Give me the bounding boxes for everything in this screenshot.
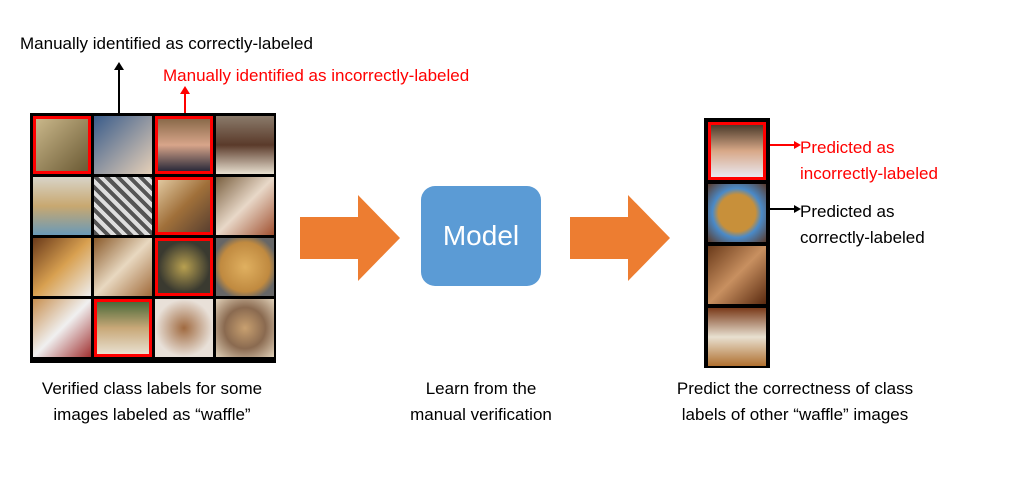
label-manual-incorrect: Manually identified as incorrectly-label… — [163, 66, 470, 85]
text: manual verification — [410, 405, 552, 424]
arrowhead-icon — [114, 62, 124, 70]
image-tile — [216, 299, 274, 357]
image-tile — [216, 238, 274, 296]
text: Predicted as — [800, 138, 895, 157]
label-manual-correct: Manually identified as correctly-labeled — [20, 34, 313, 53]
image-tile — [155, 299, 213, 357]
arrowhead-icon — [794, 141, 801, 149]
arrowhead-icon — [794, 205, 801, 213]
text: images labeled as “waffle” — [53, 405, 251, 424]
caption-middle: Learn from the manual verification — [381, 376, 581, 428]
image-tile — [94, 238, 152, 296]
arrow-incorrect — [184, 92, 186, 113]
image-tile — [155, 238, 213, 296]
image-tile — [94, 299, 152, 357]
predicted-image-strip — [704, 118, 770, 368]
text: Verified class labels for some — [41, 379, 263, 398]
arrowhead-icon — [180, 86, 190, 94]
image-tile — [708, 122, 766, 180]
arrow-pred-incorrect — [770, 144, 796, 146]
caption-left: Verified class labels for some images lab… — [22, 376, 282, 428]
image-tile — [155, 177, 213, 235]
text: labels of other “waffle” images — [681, 405, 909, 424]
image-tile — [708, 246, 766, 304]
caption-right: Predict the correctness of class labels o… — [645, 376, 945, 428]
model-label: Model — [442, 220, 520, 251]
text: Predict the correctness of class — [676, 379, 914, 398]
verified-image-grid — [30, 113, 276, 363]
text: Learn from the — [425, 379, 537, 398]
image-tile — [33, 177, 91, 235]
label-pred-correct: Predicted as correctly-labeled — [800, 199, 925, 251]
arrow-correct — [118, 68, 120, 113]
image-tile — [33, 238, 91, 296]
text: correctly-labeled — [800, 228, 925, 247]
image-tile — [33, 299, 91, 357]
text: incorrectly-labeled — [800, 164, 938, 183]
label-pred-incorrect: Predicted as incorrectly-labeled — [800, 135, 938, 187]
arrow-right-icon — [300, 195, 400, 281]
image-tile — [708, 184, 766, 242]
arrow-pred-correct — [770, 208, 796, 210]
image-tile — [33, 116, 91, 174]
image-tile — [155, 116, 213, 174]
image-tile — [94, 177, 152, 235]
image-tile — [216, 177, 274, 235]
image-tile — [216, 116, 274, 174]
image-tile — [94, 116, 152, 174]
text: Predicted as — [800, 202, 895, 221]
image-tile — [708, 308, 766, 366]
model-box: Model — [421, 186, 541, 286]
arrow-right-icon — [570, 195, 670, 281]
